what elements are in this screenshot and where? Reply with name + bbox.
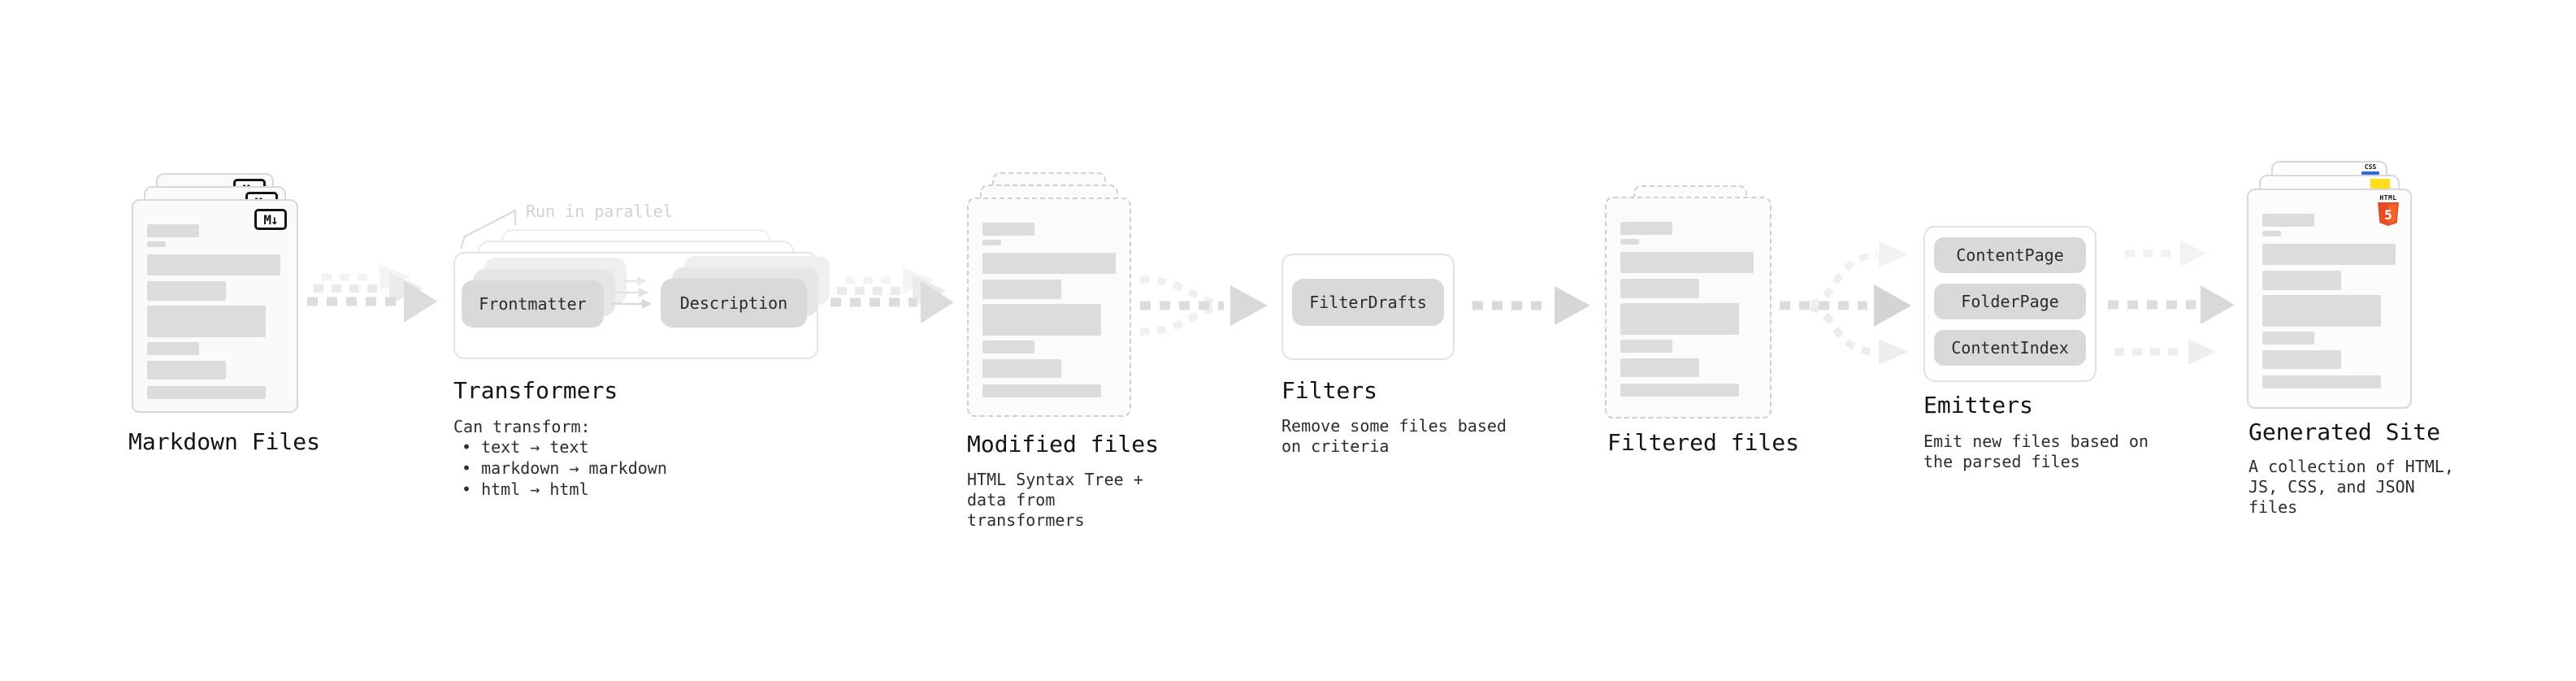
placeholder-bar [982,340,1034,354]
run-in-parallel-label: Run in parallel [526,202,673,221]
placeholder-bar [2262,375,2381,388]
placeholder-bar [2262,214,2314,227]
placeholder-bar [1620,384,1739,397]
contentpage-pill: ContentPage [1934,237,2086,273]
css-icon: CSS [2361,164,2379,175]
placeholder-bar [982,359,1061,378]
contentindex-pill: ContentIndex [1934,330,2086,366]
file-card-front: HTML 5 [2247,189,2412,409]
placeholder-bar [1620,358,1699,377]
modified-files-title: Modified files [967,431,1160,458]
placeholder-bar [982,304,1101,336]
file-card-front: M↓ [132,199,298,413]
filters-group: FilterDrafts Filters Remove some files b… [1281,254,1542,497]
placeholder-bar [982,384,1101,397]
generated-site-desc: A collection of HTML, JS, CSS, and JSON … [2249,457,2454,517]
placeholder-bar [982,240,1001,245]
modified-files-desc: HTML Syntax Tree + data from transformer… [967,470,1143,530]
javascript-icon [2370,179,2390,189]
filters-title: Filters [1281,377,1378,404]
filters-desc: Remove some files based on criteria [1281,416,1507,456]
arrow-markdown-to-transformers [307,264,437,323]
placeholder-bar [2262,350,2341,369]
placeholder-bar [2262,271,2341,290]
transformers-bullet: • html → html [462,479,589,499]
transformers-bullet: • text → text [462,437,589,457]
placeholder-bar [147,241,166,247]
placeholder-bar [2262,295,2381,327]
transformers-group: Run in parallel Frontmatter Description … [453,202,830,527]
markdown-files-stack: M↓ M↓ M↓ Markdown Files [128,173,327,628]
placeholder-bar [1620,239,1639,245]
placeholder-bar [147,224,199,237]
emitters-group: ContentPage FolderPage ContentIndex Emit… [1923,226,2184,494]
placeholder-bar [147,306,266,337]
placeholder-bar [1620,303,1739,335]
placeholder-bar [147,281,226,301]
placeholder-bar [982,223,1034,236]
generated-site-stack: CSS HTML 5 Generated [2247,161,2458,616]
placeholder-bar [147,361,226,380]
svg-text:5: 5 [2384,207,2392,223]
placeholder-bar [1620,279,1699,298]
transformers-bullet: • markdown → markdown [462,458,667,478]
transformers-title: Transformers [453,377,618,404]
placeholder-bar [982,253,1116,274]
filterdrafts-pill: FilterDrafts [1292,279,1444,326]
transformers-desc-heading: Can transform: [453,417,591,436]
arrow-transformers-to-modified [830,267,954,323]
generated-site-title: Generated Site [2249,419,2441,445]
placeholder-bar [1620,340,1672,353]
placeholder-bar [147,342,199,355]
file-card-front [967,197,1131,417]
placeholder-bar [2262,244,2396,265]
placeholder-bar [2262,231,2281,236]
emitters-desc: Emit new files based on the parsed files [1923,432,2149,471]
placeholder-bar [982,280,1061,299]
markdown-icon: M↓ [254,209,287,230]
filtered-files-title: Filtered files [1607,429,1800,456]
frontmatter-pill: Frontmatter [462,280,604,327]
modified-files-stack: Modified files HTML Syntax Tree + data f… [967,172,1162,627]
folderpage-pill: FolderPage [1934,284,2086,319]
placeholder-bar [147,254,280,275]
file-card-front [1605,197,1772,419]
filtered-files-stack: Filtered files [1605,185,1800,640]
emitters-title: Emitters [1923,392,2033,419]
html5-icon: HTML 5 [2376,194,2400,226]
description-pill: Description [661,279,807,327]
placeholder-bar [147,386,266,399]
placeholder-bar [2262,332,2314,345]
markdown-files-title: Markdown Files [128,428,321,455]
placeholder-bar [1620,252,1754,273]
placeholder-bar [1620,222,1672,235]
